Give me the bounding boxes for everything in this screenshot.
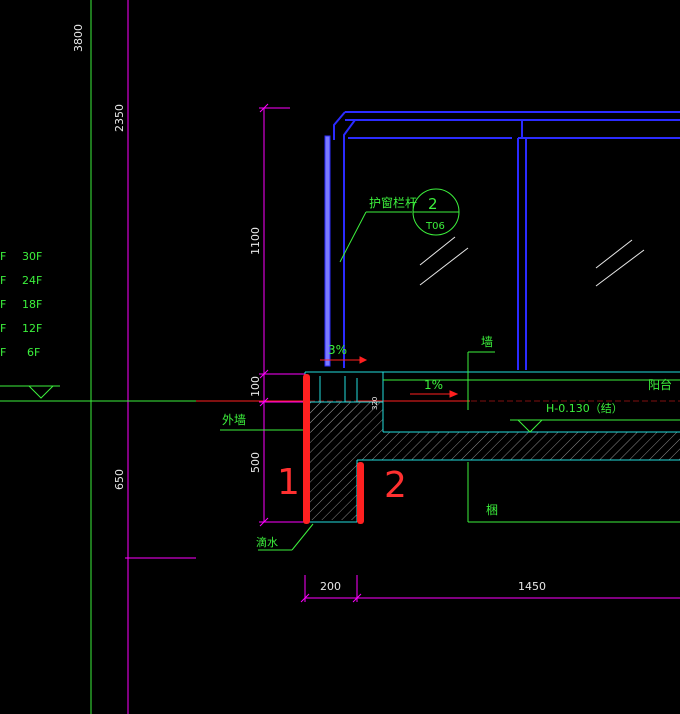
dim-3800: 3800 [72, 24, 85, 52]
detail-ref: T06 [425, 221, 445, 232]
red-bar-2 [357, 462, 364, 524]
svg-text:F: F [0, 298, 6, 311]
vertical-dimension [259, 103, 305, 527]
railing-label: 护窗栏杆 [369, 195, 417, 210]
slope-top-label: 3% [328, 343, 347, 357]
floor-label: 18F [22, 298, 42, 311]
slope-arrows [320, 356, 459, 398]
svg-text:F: F [0, 250, 6, 263]
floor-label: 6F [27, 346, 40, 359]
annotation-mark-2: 2 [384, 465, 407, 506]
railing-post [324, 135, 331, 367]
floor-label: 30F [22, 250, 42, 263]
svg-text:F: F [0, 346, 6, 359]
outer-wall-label: 外墙 [222, 413, 246, 427]
dim-200: 200 [320, 580, 341, 593]
leader-lines [220, 188, 460, 551]
glass-hatch [419, 236, 645, 287]
balcony-label: 阳台 [648, 377, 672, 392]
annotation-mark-1: 1 [277, 462, 300, 503]
svg-text:F: F [0, 274, 6, 287]
beam-label: 梱 [486, 503, 498, 517]
dim-1100: 1100 [249, 227, 262, 255]
slope-slab-label: 1% [424, 378, 443, 392]
red-bar-1 [303, 374, 310, 524]
dim-650: 650 [113, 469, 126, 490]
dim-1450: 1450 [518, 580, 546, 593]
floor-list: F F F F F 30F 24F 18F 12F 6F [0, 250, 42, 359]
red-annotation-bars [303, 374, 364, 524]
floor-label: 12F [22, 322, 42, 335]
elevation-label: H-0.130（结） [546, 402, 623, 415]
window-railing [333, 111, 680, 370]
horizontal-dimension [300, 575, 680, 603]
drip-label: 滴水 [256, 535, 278, 549]
dim-500: 500 [249, 452, 262, 473]
svg-text:F: F [0, 322, 6, 335]
wall-top-label: 墙 [481, 335, 493, 349]
dim-2350: 2350 [113, 104, 126, 132]
green-wall-lines [383, 351, 680, 523]
detail-number: 2 [428, 195, 438, 213]
floor-label: 24F [22, 274, 42, 287]
dim-100: 100 [249, 376, 262, 397]
beam-section [305, 402, 680, 520]
dim-320: 320 [371, 397, 379, 410]
